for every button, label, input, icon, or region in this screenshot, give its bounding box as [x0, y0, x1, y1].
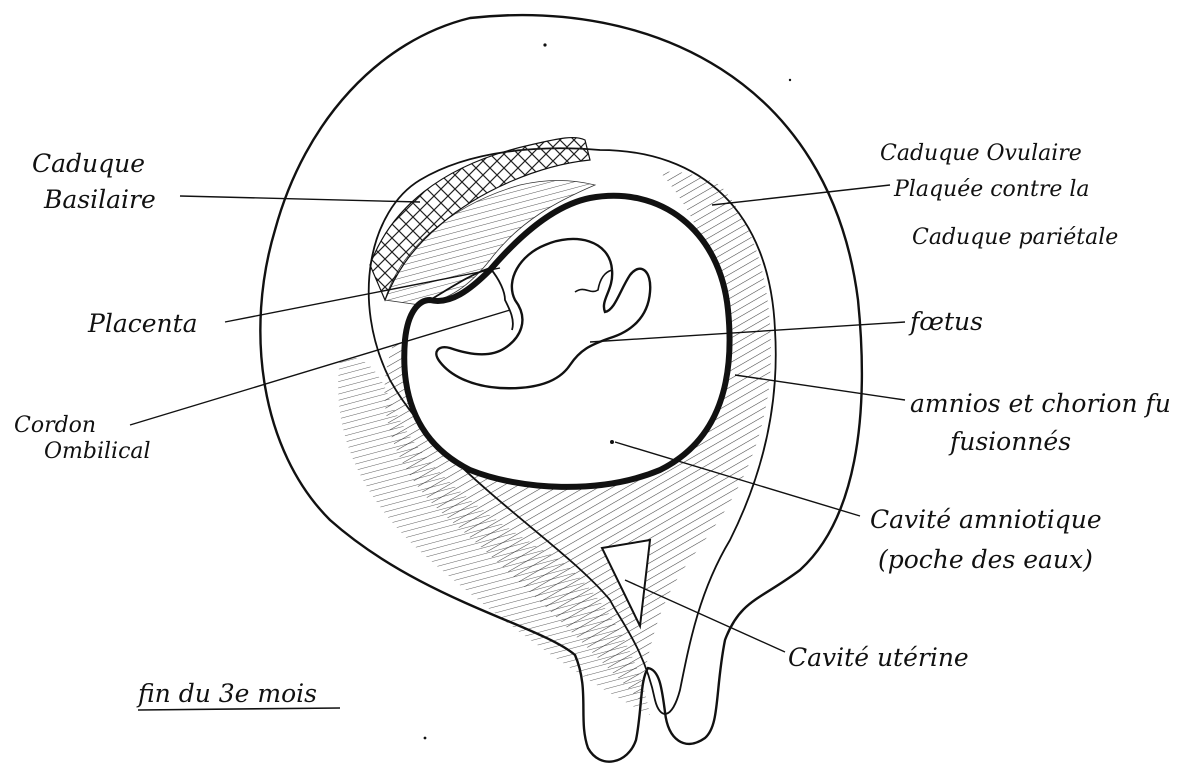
caption-underline [138, 708, 340, 710]
label-foetus: fœtus [908, 307, 983, 336]
label-cavite-amniotique-1: Cavité amniotique [870, 505, 1102, 534]
label-caduque-basilaire-1: Caduque [32, 149, 145, 178]
label-placenta: Placenta [87, 309, 198, 338]
ink-dot [424, 737, 427, 740]
ink-dot [789, 79, 791, 81]
ink-dot [610, 440, 614, 444]
ink-dot [543, 43, 546, 46]
label-caduque-ovulaire-1: Caduque Ovulaire [880, 141, 1082, 166]
label-cavite-amniotique-2: (poche des eaux) [878, 545, 1093, 574]
leader-caduque-ovulaire [712, 185, 890, 205]
label-caduque-basilaire-2: Basilaire [43, 185, 156, 214]
label-caduque-ovulaire-3: Caduque pariétale [912, 225, 1118, 250]
label-amnios-1: amnios et chorion fu [910, 389, 1171, 418]
caption: fin du 3e mois [136, 679, 317, 708]
label-cavite-uterine: Cavité utérine [788, 643, 969, 672]
label-amnios-2: fusionnés [948, 427, 1071, 456]
label-cordon-2: Ombilical [44, 439, 151, 464]
label-caduque-ovulaire-2: Plaquée contre la [893, 177, 1090, 202]
label-cordon-1: Cordon [14, 413, 96, 438]
leader-caduque-basilaire [180, 196, 420, 202]
